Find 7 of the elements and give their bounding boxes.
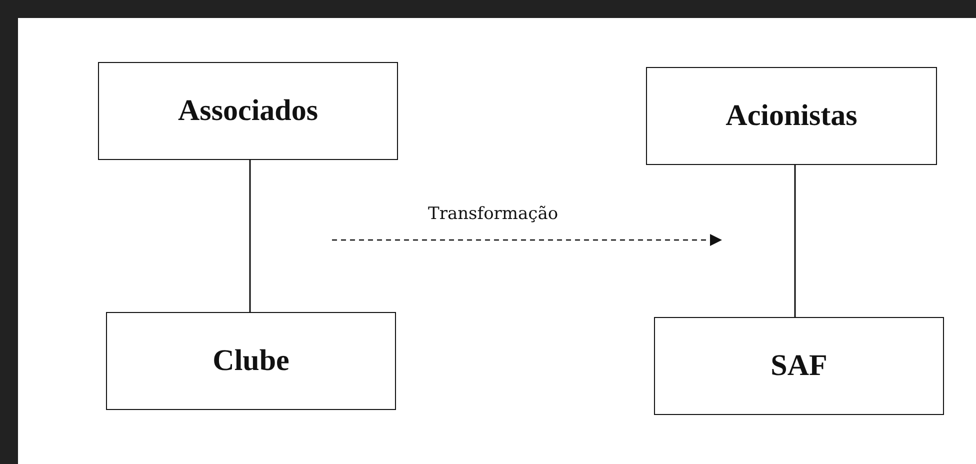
process-box: Associados — [98, 62, 398, 160]
connector-line — [794, 165, 796, 317]
connector-line — [249, 160, 251, 312]
process-box: Acionistas — [646, 67, 937, 165]
process-box: SAF — [654, 317, 944, 415]
process-box: Clube — [106, 312, 396, 410]
transition-label: Transformação — [428, 204, 558, 224]
